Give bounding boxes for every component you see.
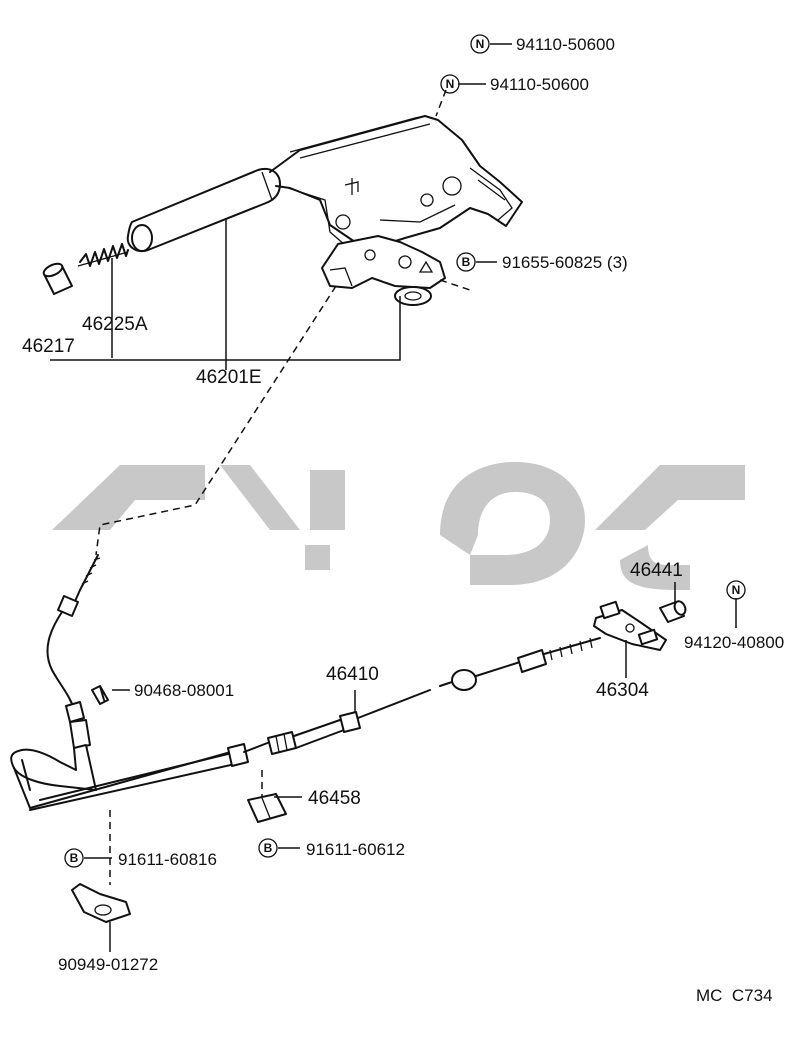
label-lever-assy: 46201E: [196, 367, 262, 388]
label-cable: 46410: [326, 664, 379, 685]
equalizer-46304: [593, 600, 667, 651]
marker-n-1: N: [470, 34, 490, 54]
label-equalizer: 46304: [596, 680, 649, 701]
marker-n-2: N: [440, 74, 460, 94]
label-spring: 46225A: [82, 314, 148, 335]
label-bolt-lever: 91655-60825 (3): [502, 253, 628, 272]
marker-b-lever: B: [456, 252, 476, 272]
svg-text:B: B: [264, 841, 273, 855]
svg-text:B: B: [70, 851, 79, 865]
diagram-code: MC C734: [696, 986, 773, 1005]
label-clamp-mid: 46458: [308, 788, 361, 809]
svg-text:N: N: [446, 77, 455, 91]
label-bolt-left: 91611-60816: [118, 850, 217, 869]
label-knob: 46217: [22, 336, 75, 357]
svg-text:N: N: [732, 583, 741, 597]
marker-b-mid: B: [258, 838, 278, 858]
label-bolt-mid: 91611-60612: [306, 840, 405, 859]
plug-46441: [659, 600, 687, 623]
label-equalizer-plug: 46441: [630, 560, 683, 581]
clip-90468: [91, 685, 109, 705]
brake-cable-46410: [10, 285, 601, 811]
clamp-90949: [71, 810, 131, 923]
label-bolt-top-1: 94110-50600: [516, 35, 615, 54]
knob-46217: [42, 262, 73, 295]
leader-lines: [50, 43, 737, 952]
clamp-46458: [247, 770, 287, 823]
marker-b-left: B: [64, 848, 84, 868]
label-bolt-top-2: 94110-50600: [490, 75, 589, 94]
parking-brake-lever-assembly: [126, 115, 523, 306]
watermark-logo: [52, 462, 745, 590]
svg-text:B: B: [462, 255, 471, 269]
label-clip-small: 90468-08001: [134, 681, 234, 700]
label-clamp-left: 90949-01272: [58, 955, 158, 974]
spring-46225a: [77, 243, 129, 267]
marker-n-right: N: [726, 580, 746, 600]
svg-text:N: N: [476, 37, 485, 51]
label-nut-right: 94120-40800: [684, 633, 784, 652]
